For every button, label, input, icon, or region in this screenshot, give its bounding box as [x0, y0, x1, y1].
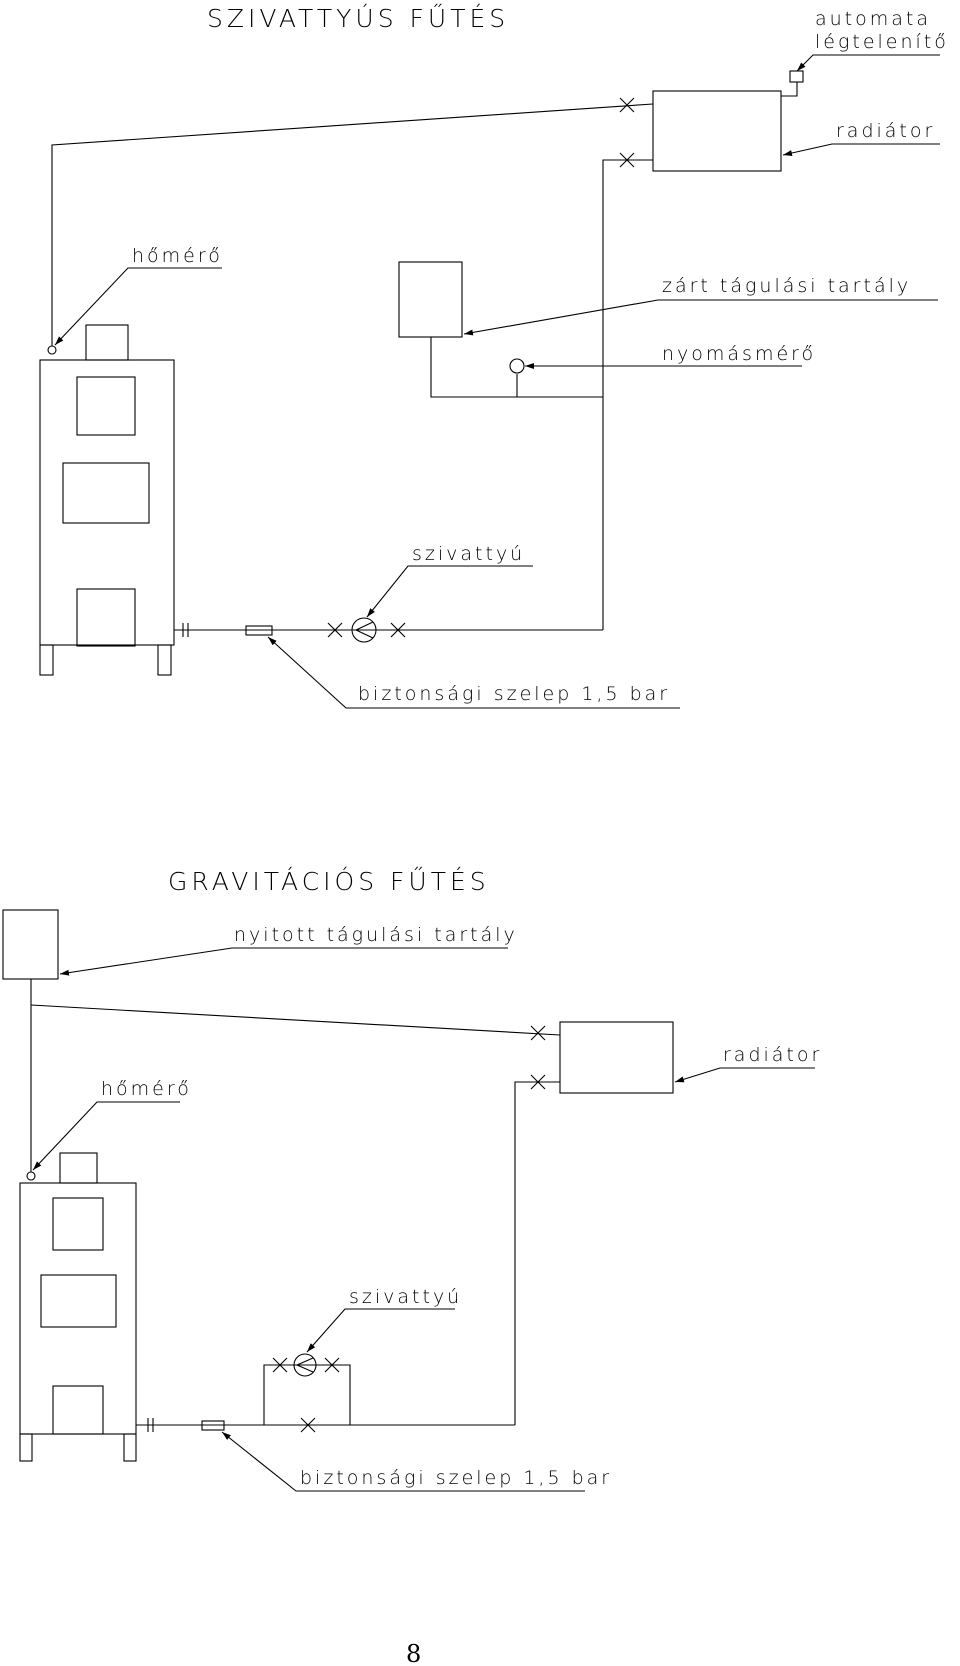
flow-pipe-1: [51, 103, 654, 346]
closed-expansion-tank: [398, 261, 463, 338]
flow-pipe-2: [30, 1004, 561, 1036]
pump-1-icon: [351, 617, 377, 643]
label-air-vent-line1: automata: [815, 8, 931, 30]
pump-valve-left-2-icon: [272, 1357, 288, 1373]
boiler-2-leg-left: [19, 1433, 33, 1462]
leader-radiator-2: [674, 1067, 815, 1083]
leader-thermometer-2: [32, 1101, 180, 1171]
leader-thermometer-1: [54, 267, 222, 346]
pump-valve-right-2-icon: [324, 1357, 340, 1373]
boiler-1-door-middle: [62, 462, 150, 524]
radiator-valve-bottom-2-icon: [530, 1074, 546, 1090]
section2-title: GRAVITÁCIÓS FŰTÉS: [168, 866, 490, 896]
tank-connection-pipe-1: [430, 337, 603, 398]
label-pump-2: szivattyú: [349, 1286, 462, 1308]
leader-safety-valve-2: [221, 1431, 585, 1492]
safety-valve-2-icon: [201, 1420, 225, 1431]
boiler-1-leg-right: [157, 644, 172, 676]
thermometer-2-icon: [26, 1171, 36, 1181]
union-1-icon: [182, 623, 189, 637]
return-pipe-2: [514, 1081, 560, 1425]
section-pump-heating: SZIVATTYÚS FŰTÉS: [39, 3, 949, 709]
label-safety-valve-1: biztonsági szelep 1,5 bar: [358, 683, 670, 705]
pump-valve-left-1-icon: [327, 622, 343, 638]
boiler-1-leg-left: [39, 644, 54, 676]
boiler-2-door-top: [52, 1197, 104, 1251]
leader-safety-valve-1: [267, 636, 680, 709]
radiator-valve-top-2-icon: [530, 1025, 546, 1041]
radiator-1: [652, 90, 782, 172]
label-thermometer-2: hőmérő: [101, 1078, 192, 1100]
radiator-2: [559, 1021, 674, 1094]
leader-pump-2: [306, 1308, 455, 1353]
label-safety-valve-2: biztonsági szelep 1,5 bar: [300, 1467, 612, 1489]
boiler-2-door-bottom: [52, 1385, 104, 1435]
label-radiator-2: radiátor: [723, 1044, 822, 1066]
boiler-2-door-middle: [40, 1274, 117, 1328]
pressure-gauge-icon: [509, 358, 525, 374]
radiator-valve-top-1-icon: [619, 97, 635, 113]
pump-2-icon: [293, 1353, 317, 1377]
boiler-1-door-top: [76, 376, 136, 436]
boiler-2-leg-right: [123, 1433, 137, 1462]
boiler-1-flue: [85, 324, 129, 361]
boiler-2: [19, 1152, 137, 1462]
thermometer-1-icon: [47, 345, 57, 355]
leader-closed-tank: [463, 299, 938, 336]
boiler-2-flue: [59, 1152, 98, 1184]
radiator-valve-bottom-1-icon: [619, 152, 635, 168]
page-number: 8: [406, 1640, 421, 1666]
leader-pump-1: [366, 565, 533, 618]
union-2-icon: [147, 1418, 154, 1432]
label-pump-1: szivattyú: [412, 543, 525, 565]
leader-radiator-1: [782, 143, 940, 156]
label-air-vent-line2: légtelenítő: [815, 31, 949, 53]
pump-bypass-loop: [263, 1364, 351, 1425]
boiler-1: [39, 324, 175, 676]
bypass-valve-icon: [300, 1417, 316, 1433]
label-thermometer-1: hőmérő: [132, 245, 223, 267]
safety-valve-1-icon: [245, 625, 273, 636]
air-vent-icon: [781, 70, 804, 97]
label-closed-tank: zárt tágulási tartály: [662, 275, 911, 297]
label-open-tank: nyitott tágulási tartály: [234, 924, 518, 946]
boiler-1-door-bottom: [76, 588, 136, 647]
section-gravity-heating: GRAVITÁCIÓS FŰTÉS: [2, 866, 822, 1492]
leader-air-vent: [796, 54, 940, 72]
return-pipe-1: [602, 159, 653, 630]
label-pressure-gauge: nyomásmérő: [662, 343, 816, 365]
open-expansion-tank: [2, 909, 59, 980]
leader-open-tank: [59, 947, 508, 976]
label-radiator-1: radiátor: [836, 120, 935, 142]
section1-title: SZIVATTYÚS FŰTÉS: [207, 3, 509, 33]
pump-valve-right-1-icon: [390, 622, 406, 638]
